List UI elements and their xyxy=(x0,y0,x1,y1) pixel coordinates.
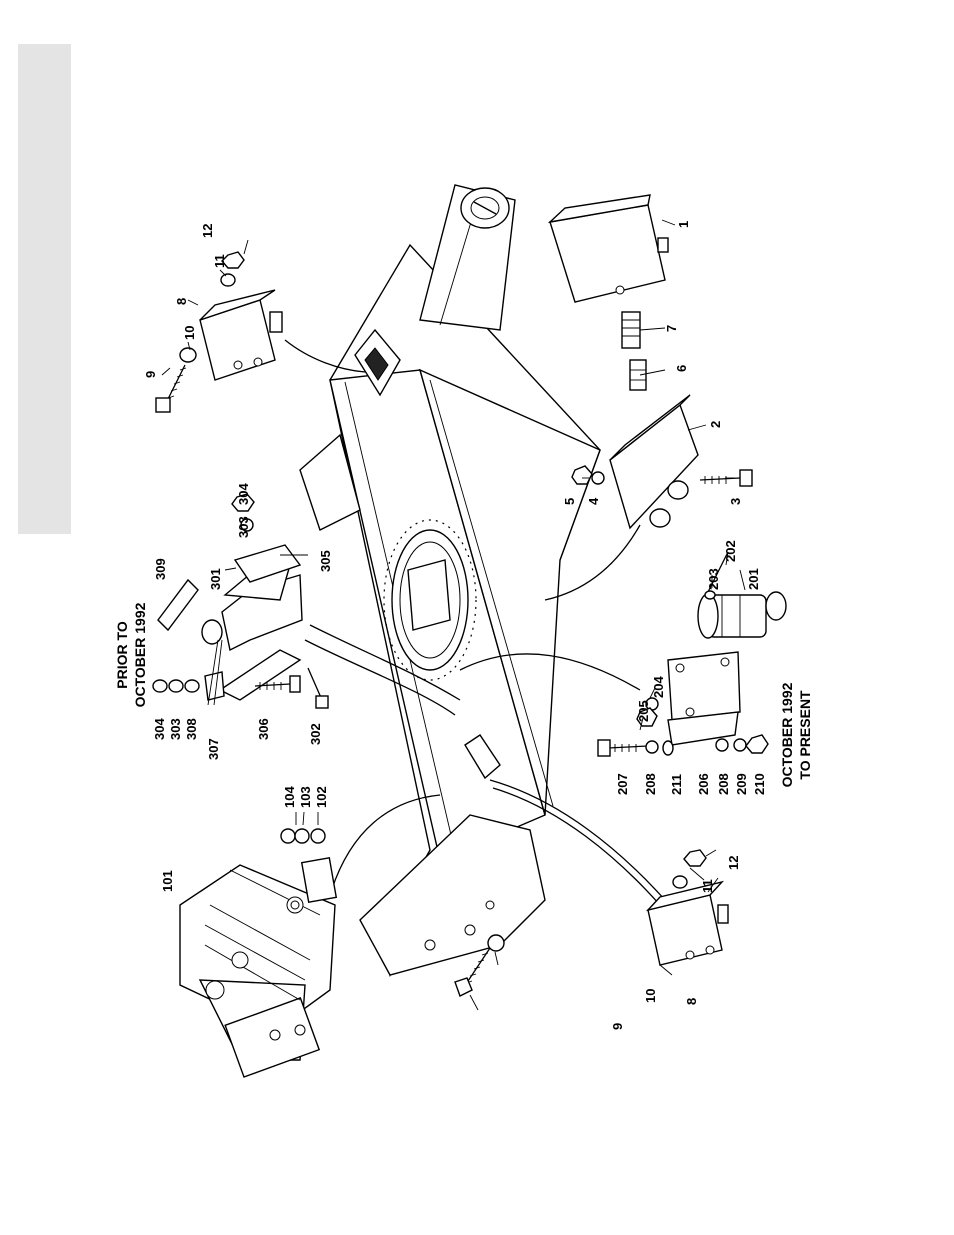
main-frame xyxy=(300,185,600,975)
callout-211: 211 xyxy=(669,774,684,795)
callout-104: 104 xyxy=(282,786,297,808)
callout-303-left: 303 xyxy=(168,718,183,740)
callout-5: 5 xyxy=(562,498,577,505)
callout-201: 201 xyxy=(746,568,761,590)
caption-prior-line1: PRIOR TO xyxy=(114,621,130,689)
callout-306: 306 xyxy=(256,718,271,740)
callout-202: 202 xyxy=(723,540,738,562)
callout-2: 2 xyxy=(708,421,723,428)
callout-309: 309 xyxy=(153,558,168,580)
valve-upper xyxy=(156,252,282,412)
callout-209: 209 xyxy=(734,773,749,795)
callout-205: 205 xyxy=(636,700,651,722)
callout-210: 210 xyxy=(752,773,767,795)
callout-8-upper: 8 xyxy=(174,298,189,305)
callout-6: 6 xyxy=(674,365,689,372)
callout-102: 102 xyxy=(314,786,329,808)
callout-203: 203 xyxy=(706,568,721,590)
callout-304-top: 304 xyxy=(236,483,251,505)
callout-11-lower: 11 xyxy=(700,879,715,893)
callout-1: 1 xyxy=(676,221,691,228)
callout-3: 3 xyxy=(728,498,743,505)
callout-9-lower: 9 xyxy=(610,1023,625,1030)
callout-7: 7 xyxy=(664,325,679,332)
callout-305: 305 xyxy=(318,550,333,572)
caption-present-line2: TO PRESENT xyxy=(797,690,813,780)
callout-208-left: 208 xyxy=(643,773,658,795)
callout-208-right: 208 xyxy=(716,773,731,795)
callout-204: 204 xyxy=(651,676,666,698)
callout-10-lower: 10 xyxy=(643,989,658,1003)
callout-10-upper: 10 xyxy=(182,326,197,340)
caption-prior: PRIOR TO OCTOBER 1992 xyxy=(114,602,148,707)
callout-304-left: 304 xyxy=(152,718,167,740)
callout-206: 206 xyxy=(696,773,711,795)
callout-8-lower: 8 xyxy=(684,998,699,1005)
callout-4: 4 xyxy=(586,497,601,505)
manifold-block xyxy=(550,195,752,528)
callout-307: 307 xyxy=(206,738,221,760)
callout-301: 301 xyxy=(208,568,223,590)
callout-207: 207 xyxy=(615,773,630,795)
callout-308: 308 xyxy=(184,718,199,740)
callout-12-upper: 12 xyxy=(200,224,215,238)
callout-303-top: 303 xyxy=(236,516,251,538)
cylinder-assembly xyxy=(180,829,336,1077)
callout-9-upper: 9 xyxy=(143,371,158,378)
callout-103: 103 xyxy=(298,786,313,808)
callout-101: 101 xyxy=(160,870,175,892)
caption-present: OCTOBER 1992 TO PRESENT xyxy=(779,682,813,787)
caption-prior-line2: OCTOBER 1992 xyxy=(132,602,148,707)
callout-302: 302 xyxy=(308,723,323,745)
callout-11-upper: 11 xyxy=(212,254,227,268)
caption-present-line1: OCTOBER 1992 xyxy=(779,682,795,787)
callout-12-lower: 12 xyxy=(726,856,741,870)
